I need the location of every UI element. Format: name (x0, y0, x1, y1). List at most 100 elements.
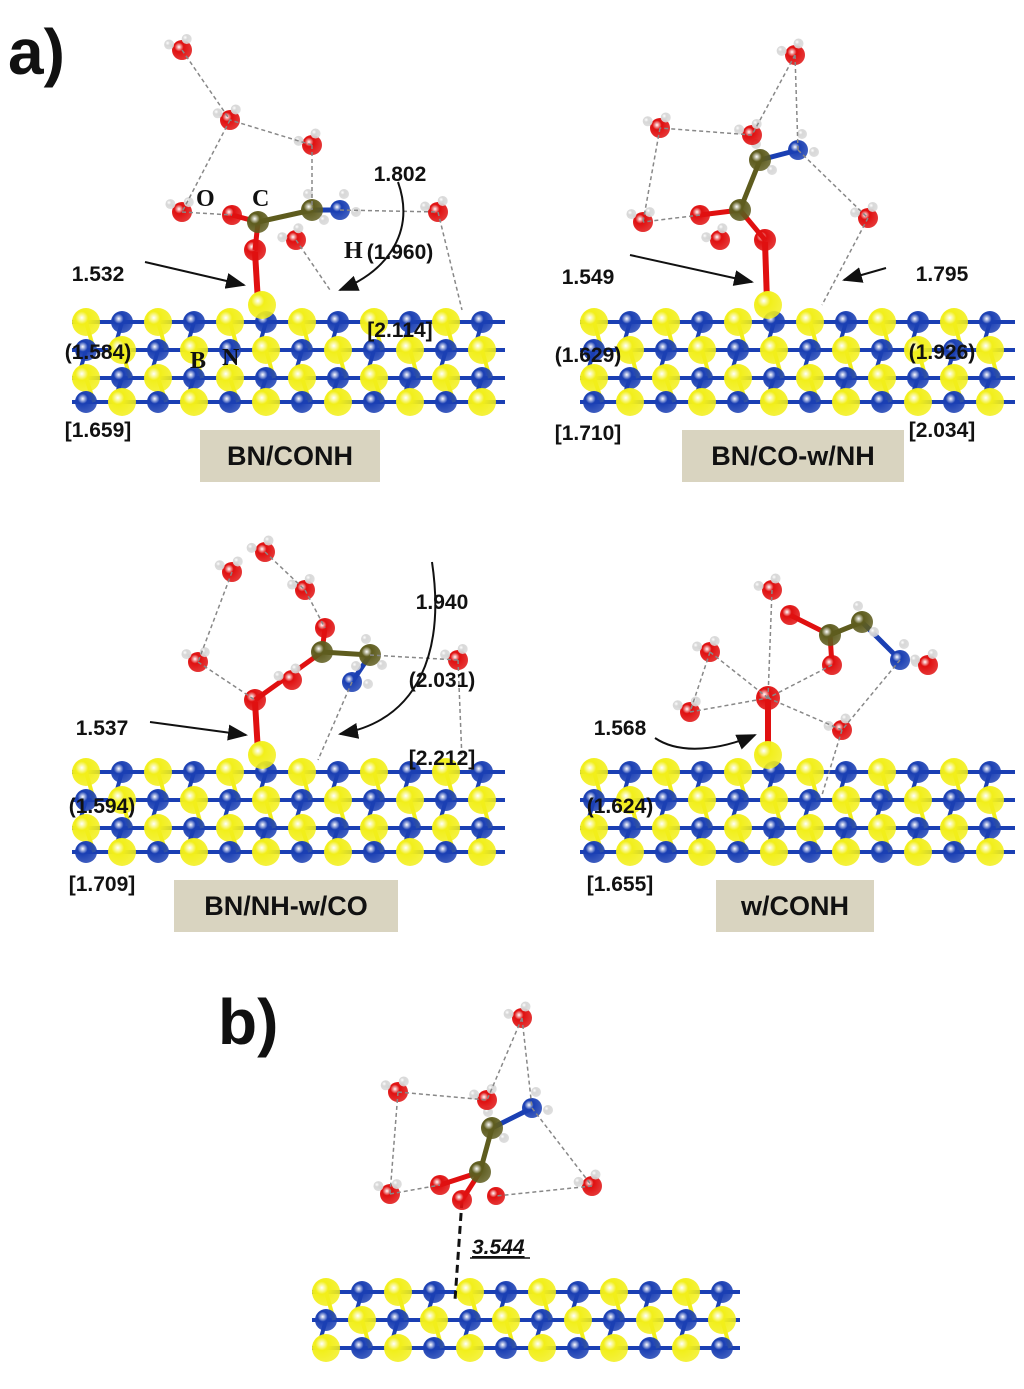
boron-atom (180, 786, 208, 814)
hydrogen-atom (373, 1181, 384, 1192)
hydrogen-bond (389, 1091, 399, 1195)
boron-atom (456, 1334, 484, 1362)
nitrogen-atom (435, 841, 457, 863)
dist-value: (1.594) (68, 795, 136, 818)
nitrogen-atom (219, 391, 241, 413)
boron-atom (652, 814, 680, 842)
dist-value: 1.532 (71, 263, 125, 286)
nitrogen-atom (835, 761, 857, 783)
hydrogen-atom (626, 209, 637, 220)
boron-atom (252, 838, 280, 866)
hydrogen-atom (232, 556, 243, 567)
oxygen-atom (487, 1187, 505, 1205)
atom-label-n: N (222, 345, 240, 371)
boron-atom (108, 388, 136, 416)
dist-value: [1.655] (586, 873, 654, 896)
nitrogen-atom (399, 367, 421, 389)
arrow-right-1 (338, 181, 405, 291)
boron-atom (688, 388, 716, 416)
nitrogen-atom (835, 311, 857, 333)
dist-value: (1.926) (908, 341, 976, 364)
boron-atom (976, 786, 1004, 814)
nitrogen-atom (943, 339, 965, 361)
nitrogen-atom (907, 761, 929, 783)
hydrogen-bond (389, 1184, 441, 1195)
hydrogen-bond (689, 651, 711, 713)
boron-atom (796, 814, 824, 842)
boron-atom (144, 364, 172, 392)
boron-atom (216, 308, 244, 336)
caption-bn-conh: BN/CONH (200, 430, 380, 482)
nitrogen-atom (255, 367, 277, 389)
boron-atom (796, 308, 824, 336)
boron-atom (580, 814, 608, 842)
hydrogen-bond (339, 209, 439, 213)
nitrogen-atom (315, 1309, 337, 1331)
hydrogen-atom (573, 1176, 584, 1187)
nitrogen-atom (75, 339, 97, 361)
boron-atom (760, 336, 788, 364)
nitrogen-atom (727, 339, 749, 361)
boron-atom (432, 364, 460, 392)
nitrogen-atom (799, 789, 821, 811)
nitrogen-atom (583, 339, 605, 361)
boron-atom (580, 758, 608, 786)
boron-atom (216, 814, 244, 842)
boron-atom (180, 336, 208, 364)
nitrogen-atom (691, 311, 713, 333)
boron-atom (468, 388, 496, 416)
nitrogen-atom (711, 1281, 733, 1303)
boron-atom (468, 786, 496, 814)
hydrogen-atom (543, 1105, 553, 1115)
hydrogen-bond (317, 681, 353, 761)
boron-atom (616, 388, 644, 416)
boron-atom (652, 758, 680, 786)
nitrogen-atom (111, 311, 133, 333)
nitrogen-atom (471, 311, 493, 333)
hydrogen-atom (183, 197, 194, 208)
nitrogen-atom (75, 841, 97, 863)
hydrogen-atom (690, 696, 701, 707)
hydrogen-atom (734, 124, 745, 135)
boron-atom (432, 758, 460, 786)
nitrogen-atom (871, 789, 893, 811)
hydrogen-atom (420, 201, 431, 212)
boron-atom (688, 838, 716, 866)
nitrogen-atom (619, 817, 641, 839)
dist-value: [1.710] (554, 422, 622, 445)
nitrogen-atom (399, 761, 421, 783)
boron-atom (724, 308, 752, 336)
nitrogen-atom (75, 789, 97, 811)
boron-atom (144, 308, 172, 336)
nitrogen-atom (979, 817, 1001, 839)
boron-atom (724, 364, 752, 392)
boron-atom (144, 758, 172, 786)
dist-value: 1.537 (75, 717, 129, 740)
boron-atom (940, 758, 968, 786)
nitrogen-atom (907, 817, 929, 839)
boron-atom (248, 291, 276, 319)
nitrogen-atom (435, 391, 457, 413)
hydrogen-atom (246, 542, 257, 553)
hydrogen-atom (531, 1087, 541, 1097)
boron-atom (216, 364, 244, 392)
hydrogen-bond (794, 54, 799, 151)
carbon-atom (469, 1161, 491, 1183)
boron-atom (108, 838, 136, 866)
boron-atom (904, 838, 932, 866)
hydrogen-bond (767, 664, 833, 699)
nitrogen-atom (691, 367, 713, 389)
hydrogen-bond (797, 149, 869, 219)
nitrogen-atom (255, 817, 277, 839)
nitrogen-atom (583, 789, 605, 811)
nitrogen-atom (327, 311, 349, 333)
boron-atom (708, 1306, 736, 1334)
boron-atom (360, 758, 388, 786)
boron-atom (252, 388, 280, 416)
dist-value: 1.940 (415, 591, 469, 614)
nitrogen-atom (147, 789, 169, 811)
hydrogen-bond (397, 1091, 488, 1101)
hydrogen-atom (212, 108, 223, 119)
hydrogen-atom (351, 661, 361, 671)
